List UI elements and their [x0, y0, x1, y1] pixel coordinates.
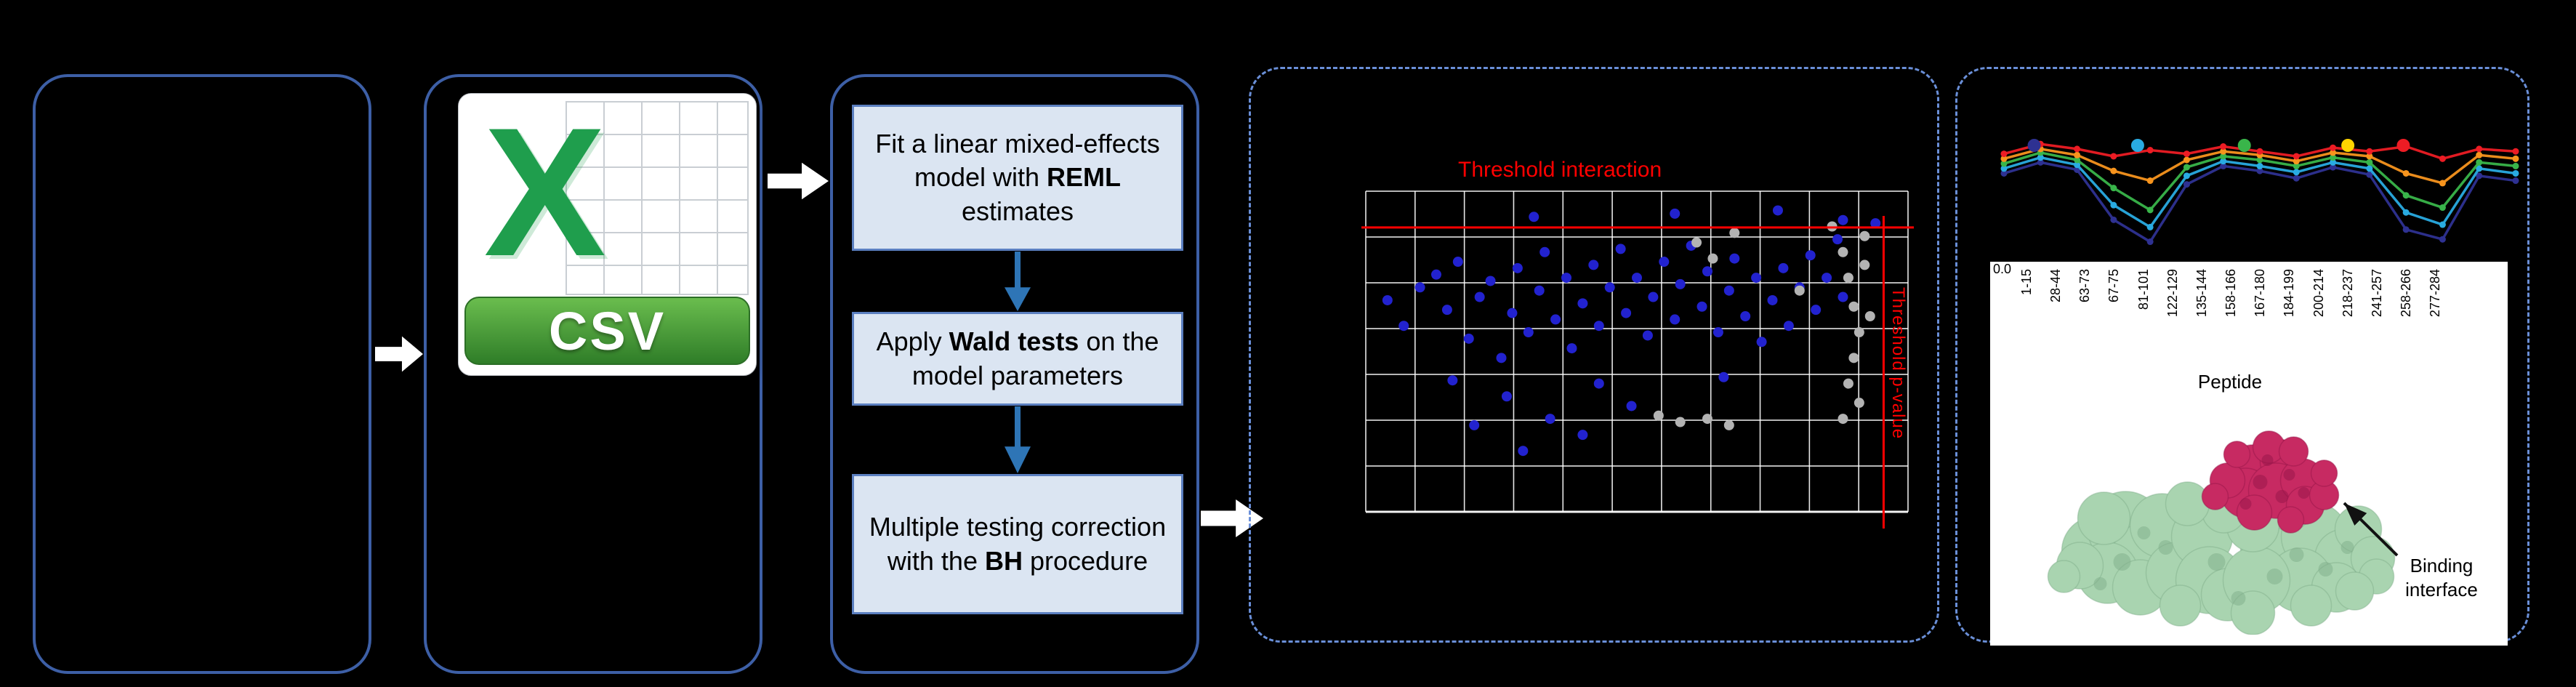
protein-body — [2047, 481, 2396, 635]
step-wald-text: Apply Wald tests on the model parameters — [863, 325, 1172, 392]
timepoint-dot — [2130, 139, 2144, 152]
binding-caption-line2: interface — [2405, 578, 2478, 600]
peptide-axis-title: Peptide — [2197, 371, 2263, 393]
step-wald-tests: Apply Wald tests on the model parameters — [852, 312, 1183, 406]
flow-arrow-right-2 — [768, 162, 829, 200]
excel-x-icon: X — [483, 89, 606, 294]
peptide-tick-label: 277-284 — [2428, 269, 2443, 318]
csv-banner: CSV — [464, 296, 750, 366]
step-text-post: on the model parameters — [911, 326, 1159, 390]
csv-label: CSV — [548, 300, 667, 361]
uptake-chart — [2000, 139, 2519, 246]
protein-structure-image — [2047, 430, 2396, 635]
flow-arrow-right-3 — [1201, 499, 1263, 538]
binding-caption-line1: Binding — [2410, 555, 2474, 576]
step-bh-correction: Multiple testing correction with the BH … — [852, 474, 1183, 614]
y-axis-tick-label: 0.0 — [1993, 262, 2012, 276]
flow-arrow-right-1 — [375, 336, 423, 372]
timepoint-dot — [2396, 139, 2410, 152]
peptide-tick-label: 67-75 — [2106, 269, 2122, 303]
binding-interface-region — [2201, 430, 2340, 534]
step-bh-text: Multiple testing correction with the BH … — [869, 510, 1166, 577]
spreadsheet-grid-icon — [565, 100, 749, 295]
step-text-bold: BH — [984, 545, 1023, 576]
down-arrow-icon-2 — [1005, 406, 1031, 473]
peptide-tick-label: 122-129 — [2165, 269, 2180, 318]
peptide-tick-label: 241-257 — [2369, 269, 2384, 318]
timepoint-dot — [2341, 139, 2355, 152]
peptide-tick-label: 158-166 — [2223, 269, 2239, 318]
peptide-tick-label: 63-73 — [2077, 269, 2093, 303]
peptide-results-box: 0.0 1-15 28-44 63-73 67-75 81-101 122-129 135-… — [1990, 262, 2508, 646]
step-text-pre: Fit a linear mixed-effects model with — [875, 129, 1160, 193]
step-fit-lmm: Fit a linear mixed-effects model with RE… — [852, 105, 1183, 251]
step-text-bold: REML — [1047, 162, 1122, 193]
step-text-post: procedure — [1022, 545, 1148, 576]
volcano-plot — [1361, 190, 1914, 529]
peptide-tick-label: 167-180 — [2253, 269, 2268, 318]
csv-panel: X CSV — [424, 74, 762, 674]
process-panel: Fit a linear mixed-effects model with RE… — [830, 74, 1199, 674]
peptide-tick-label: 1-15 — [2019, 269, 2034, 296]
volcano-plot-svg — [1361, 190, 1914, 529]
peptide-tick-label: 218-237 — [2340, 269, 2355, 318]
results-panel: 0.0 1-15 28-44 63-73 67-75 81-101 122-129 135-… — [1955, 67, 2529, 646]
nonsignificant-points — [1653, 221, 1875, 430]
timepoint-dot — [2237, 139, 2251, 152]
timepoint-dot — [2027, 139, 2041, 152]
step-text-bold: Wald tests — [949, 326, 1079, 357]
step-fit-lmm-text: Fit a linear mixed-effects model with RE… — [863, 127, 1172, 228]
peptide-tick-label: 184-199 — [2282, 269, 2297, 318]
threshold-interaction-label: Threshold interaction — [1458, 158, 1662, 182]
threshold-pvalue-label: Threshold p-value — [1888, 287, 1908, 440]
step-text-post: estimates — [961, 196, 1074, 226]
peptide-tick-label: 135-144 — [2194, 269, 2209, 318]
csv-file-icon: X CSV — [458, 89, 757, 376]
peptide-tick-label: 28-44 — [2048, 269, 2064, 303]
input-panel — [33, 74, 371, 674]
peptide-tick-label: 81-101 — [2136, 269, 2151, 310]
down-arrow-icon-1 — [1005, 252, 1031, 311]
peptide-tick-label: 200-214 — [2311, 269, 2326, 318]
step-text-pre: Apply — [876, 326, 949, 357]
step-text-pre: Multiple testing correction with the — [869, 512, 1167, 576]
peptide-tick-label: 258-266 — [2398, 269, 2413, 318]
volcano-panel: Threshold interaction Threshold p-value — [1249, 67, 1939, 643]
binding-interface-label: Binding interface — [2374, 554, 2509, 601]
significant-points — [1382, 205, 1881, 457]
peptide-axis: 1-15 28-44 63-73 67-75 81-101 122-129 135-144 1… — [1990, 262, 2508, 371]
